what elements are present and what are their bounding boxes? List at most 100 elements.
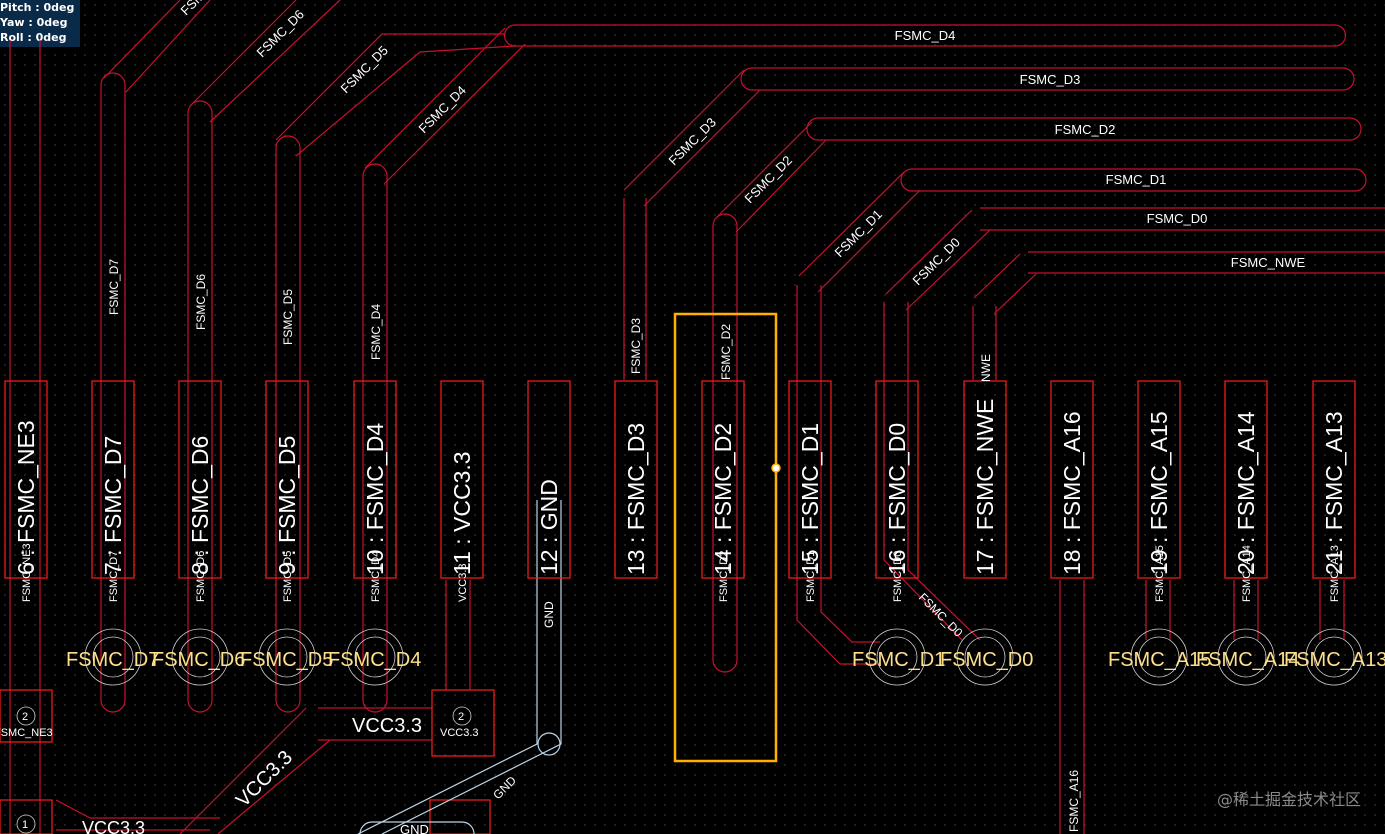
- track-fsmc-d0-diagonal[interactable]: [885, 209, 991, 311]
- track-fsmc-d6-diagonal[interactable]: [103, 0, 211, 93]
- via-a14-ring[interactable]: [1217, 628, 1275, 686]
- pin-net-vcc: VCC3.3: [457, 563, 469, 602]
- pin-pad-10[interactable]: [353, 380, 397, 579]
- track-fsmc-d4a-diagonal[interactable]: [275, 33, 516, 157]
- small-pad-ne3-net: FSMC_NE3: [0, 727, 53, 739]
- via-label-a14: FSMC_A14: [1196, 649, 1299, 671]
- net-label-d4-vert: FSMC_D4: [369, 304, 383, 360]
- net-label-d3-top: FSMC_D3: [1020, 72, 1081, 87]
- pin-pad-15[interactable]: [788, 380, 832, 579]
- track-fsmc-d3-diagonal[interactable]: [623, 69, 761, 207]
- track-fsmc-nwe-diagonal[interactable]: [973, 253, 1037, 315]
- net-label-d1-top: FSMC_D1: [1106, 172, 1167, 187]
- pin-pad-7[interactable]: [91, 380, 135, 579]
- track-fsmc-nwe-vertical[interactable]: [972, 306, 997, 380]
- track-fsmc-d5-diagonal[interactable]: [189, 0, 341, 123]
- track-gnd[interactable]: [357, 500, 562, 834]
- via-d7-ring[interactable]: [84, 628, 142, 686]
- pin-label-11: 11 : VCC3.3: [449, 451, 475, 575]
- via-d0-ring[interactable]: [964, 636, 1006, 678]
- via-a13-ring[interactable]: [1313, 636, 1355, 678]
- pin-pad-19[interactable]: [1137, 380, 1181, 579]
- track-fsmc-d1-horizontal[interactable]: [900, 168, 1367, 192]
- track-fsmc-a16-vertical[interactable]: [1059, 580, 1085, 834]
- via-d0-ring[interactable]: [956, 628, 1014, 686]
- net-label-d4-top: FSMC_D4: [895, 28, 956, 43]
- pin-pad-11[interactable]: [440, 380, 484, 579]
- track-fsmc-d5-vertical[interactable]: [275, 135, 301, 713]
- via-a15-ring[interactable]: [1130, 628, 1188, 686]
- via-d5-ring[interactable]: [266, 636, 308, 678]
- selection-highlight-box[interactable]: [673, 312, 778, 763]
- track-fsmc-d4b-diagonal[interactable]: [364, 27, 526, 185]
- pin-pad-20[interactable]: [1224, 380, 1268, 579]
- track-gnd-bottom[interactable]: [359, 821, 475, 834]
- via-label-d0: FSMC_D0: [940, 649, 1033, 671]
- pin-pad-14[interactable]: [701, 380, 745, 579]
- net-label-vcc-bottom: VCC3.3: [82, 818, 145, 834]
- pin-pad-8[interactable]: [178, 380, 222, 579]
- via-a13-ring[interactable]: [1305, 628, 1363, 686]
- track-fsmc-d0-horizontal[interactable]: [980, 207, 1385, 231]
- pad-vcc-2[interactable]: [431, 689, 495, 757]
- track-fsmc-d7-vertical[interactable]: [100, 72, 126, 713]
- via-d1-ring[interactable]: [876, 636, 918, 678]
- via-d7-ring[interactable]: [92, 636, 134, 678]
- via-d6-ring[interactable]: [179, 636, 221, 678]
- pad-ne3-2[interactable]: [0, 689, 53, 743]
- track-fsmc-d1-vertical[interactable]: [796, 285, 880, 665]
- net-label-d5-diag: FSMC_D5: [338, 43, 392, 97]
- pin-pad-16[interactable]: [875, 380, 919, 579]
- via-d4-ring[interactable]: [354, 636, 396, 678]
- yaw-readout: Yaw : 0deg: [0, 16, 68, 29]
- track-fsmc-d0-vertical[interactable]: [883, 302, 981, 641]
- track-fsmc-d3-vertical[interactable]: [623, 198, 647, 380]
- pad-bottom-1-ring: [16, 814, 36, 834]
- track-fsmc-d2-horizontal[interactable]: [806, 117, 1362, 141]
- track-fsmc-d1-diagonal[interactable]: [798, 171, 921, 293]
- pad-gnd-bottom[interactable]: [429, 799, 491, 834]
- pin-net-a15: FSMC_A15: [1154, 545, 1166, 602]
- via-d1-ring[interactable]: [868, 628, 926, 686]
- pin-pad-12[interactable]: [527, 380, 571, 579]
- track-fsmc-d6-vertical[interactable]: [187, 100, 213, 713]
- pin-pad-6[interactable]: [4, 380, 48, 579]
- via-a15-ring[interactable]: [1138, 636, 1180, 678]
- pin-net-d5: FSMC_D5: [282, 551, 294, 602]
- net-label-d7-vert: FSMC_D7: [107, 259, 121, 315]
- track-fsmc-d2-diagonal[interactable]: [715, 121, 827, 233]
- track-fsmc-nwe-horizontal[interactable]: [1028, 251, 1385, 274]
- track-fsmc-a15-vertical[interactable]: [1145, 580, 1171, 640]
- track-fsmc-d2-vertical[interactable]: [712, 213, 738, 673]
- via-d4-ring[interactable]: [346, 628, 404, 686]
- pin-pad-18[interactable]: [1050, 380, 1094, 579]
- track-vcc33-diagonal[interactable]: [179, 707, 331, 834]
- via-a14-ring[interactable]: [1225, 636, 1267, 678]
- gnd-via[interactable]: [537, 732, 561, 756]
- pin-label-6: 6 : FSMC_NE3: [13, 420, 39, 575]
- track-fsmc-a14-vertical[interactable]: [1233, 580, 1259, 640]
- pin-pad-9[interactable]: [265, 380, 309, 579]
- track-fsmc-a13-vertical[interactable]: [1319, 580, 1345, 640]
- track-vcc33-horizontal[interactable]: [318, 707, 432, 741]
- track-vcc33-vertical[interactable]: [445, 580, 471, 690]
- net-label-d0-diag: FSMC_D0: [910, 235, 964, 289]
- via-d6-ring[interactable]: [171, 628, 229, 686]
- track-vcc33-bottom[interactable]: [55, 799, 220, 831]
- pin-label-19: 19 : FSMC_A15: [1146, 411, 1172, 575]
- pin-pad-17[interactable]: [963, 380, 1007, 579]
- pin-pad-13[interactable]: [614, 380, 658, 579]
- track-fsmc-d3-horizontal[interactable]: [740, 67, 1355, 91]
- via-d5-ring[interactable]: [258, 628, 316, 686]
- net-label-d2-top: FSMC_D2: [1055, 122, 1116, 137]
- pad-bottom-1[interactable]: [0, 799, 53, 834]
- track-fsmc-d4-horizontal[interactable]: [503, 24, 1347, 47]
- via-label-d6: FSMC_D6: [152, 649, 245, 671]
- pin-pad-21[interactable]: [1312, 380, 1356, 579]
- pin-label-7: 7 : FSMC_D7: [100, 436, 126, 575]
- track-fsmc-d4-vertical[interactable]: [362, 163, 388, 713]
- track-fsmc-ne3-vertical[interactable]: [9, 40, 41, 834]
- selection-handle[interactable]: [771, 463, 781, 473]
- net-label-nwe-vert: NWE: [979, 354, 993, 382]
